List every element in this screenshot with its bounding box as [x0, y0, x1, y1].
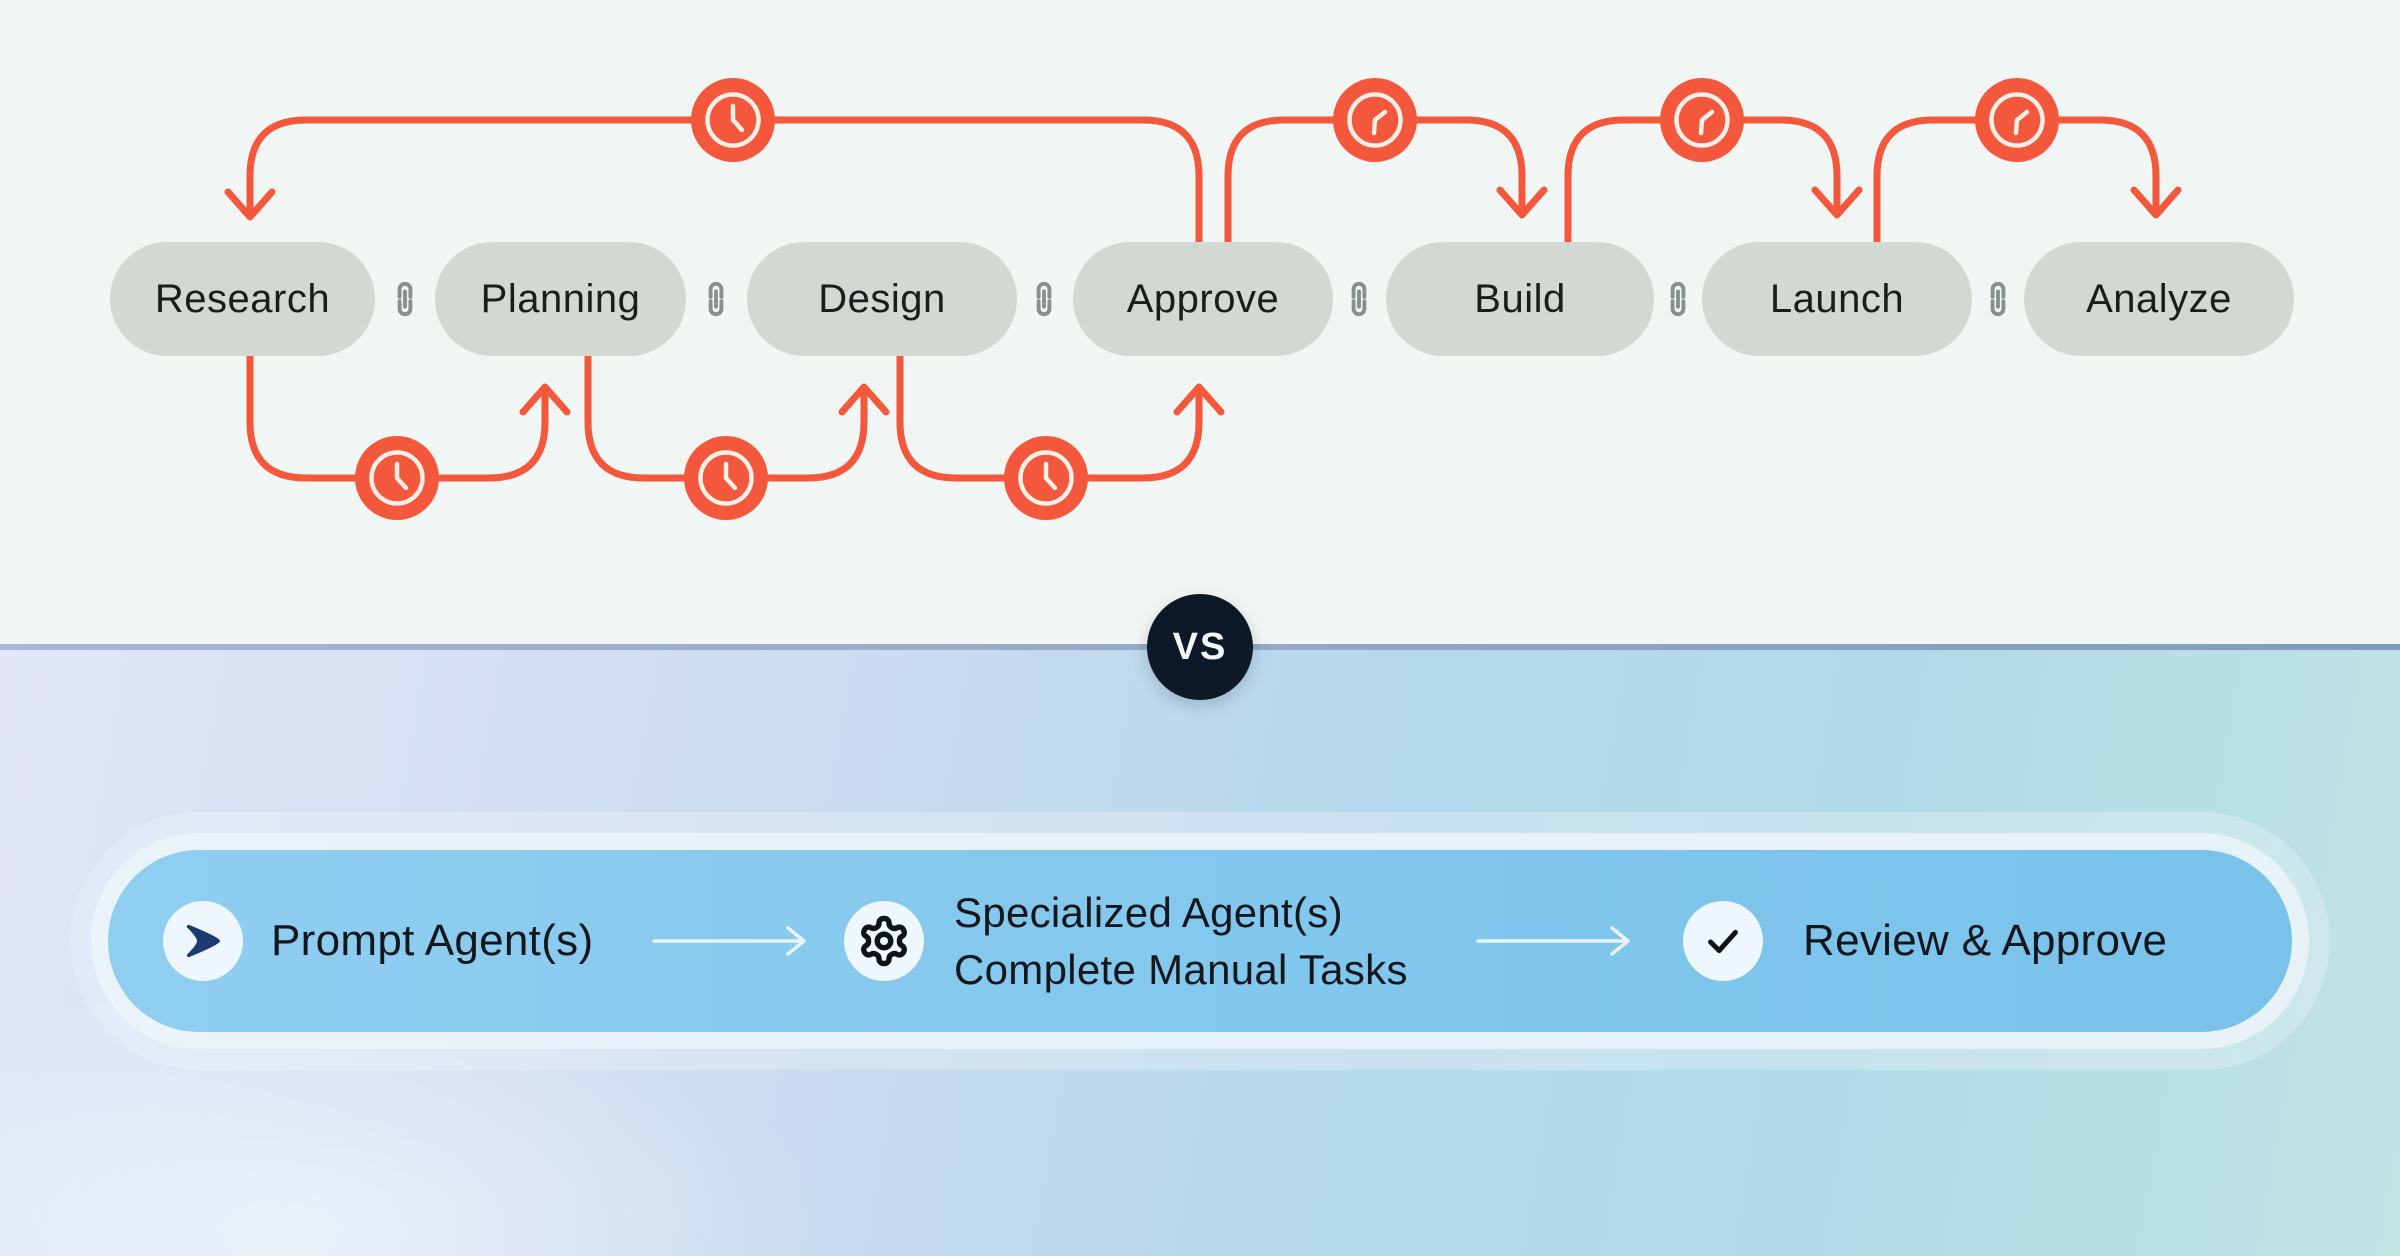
link-icon — [1990, 281, 2006, 317]
clock-icon — [355, 436, 439, 520]
clock-icon — [1004, 436, 1088, 520]
arrow-down-icon — [224, 188, 276, 221]
stage-pill-approve: Approve — [1073, 242, 1333, 356]
manual-workflow-section: Research Planning Design Approve Build L… — [110, 78, 2294, 520]
send-icon — [186, 924, 221, 958]
clock-icon — [691, 78, 775, 162]
stage-pill-design: Design — [747, 242, 1017, 356]
step-label-line: Complete Manual Tasks — [954, 946, 1408, 993]
gear-icon — [861, 915, 907, 967]
arrow-up-icon — [519, 383, 571, 416]
link-icon — [708, 281, 724, 317]
arrow-right-icon — [1476, 926, 1630, 956]
step-icon-circle — [844, 901, 924, 981]
check-icon — [1708, 929, 1738, 954]
stage-pill-launch: Launch — [1702, 242, 1972, 356]
link-icon — [397, 281, 413, 317]
stage-pill-planning: Planning — [435, 242, 686, 356]
stage-pill-analyze: Analyze — [2024, 242, 2294, 356]
arrow-right-icon — [652, 926, 806, 956]
stage-pill-research: Research — [110, 242, 375, 356]
arrow-down-icon — [1811, 186, 1863, 219]
agent-flow-bar: Prompt Agent(s) Specialized Agent(s) Com… — [108, 850, 2292, 1032]
clock-icon — [1975, 78, 2059, 162]
link-icon — [1351, 281, 1367, 317]
step-icon-circle — [163, 901, 243, 981]
arrow-up-icon — [1173, 383, 1225, 416]
arrow-up-icon — [838, 383, 890, 416]
agent-workflow-section: Prompt Agent(s) Specialized Agent(s) Com… — [0, 650, 2400, 1256]
link-icon — [1670, 281, 1686, 317]
clock-icon — [1333, 78, 1417, 162]
step-icon-circle — [1683, 901, 1763, 981]
step-label-review-approve: Review & Approve — [1803, 916, 2168, 965]
arrow-down-icon — [1496, 186, 1548, 219]
vs-badge: VS — [1147, 594, 1253, 700]
workflow-connectors — [224, 78, 2182, 520]
step-label-line: Specialized Agent(s) — [954, 889, 1343, 936]
arrow-down-icon — [2130, 186, 2182, 219]
step-label-prompt-agents: Prompt Agent(s) — [271, 916, 594, 965]
link-icon — [1036, 281, 1052, 317]
clock-icon — [1660, 78, 1744, 162]
stage-pill-build: Build — [1386, 242, 1654, 356]
step-label-specialized-agents: Specialized Agent(s) Complete Manual Tas… — [954, 850, 1408, 1032]
clock-icon — [684, 436, 768, 520]
